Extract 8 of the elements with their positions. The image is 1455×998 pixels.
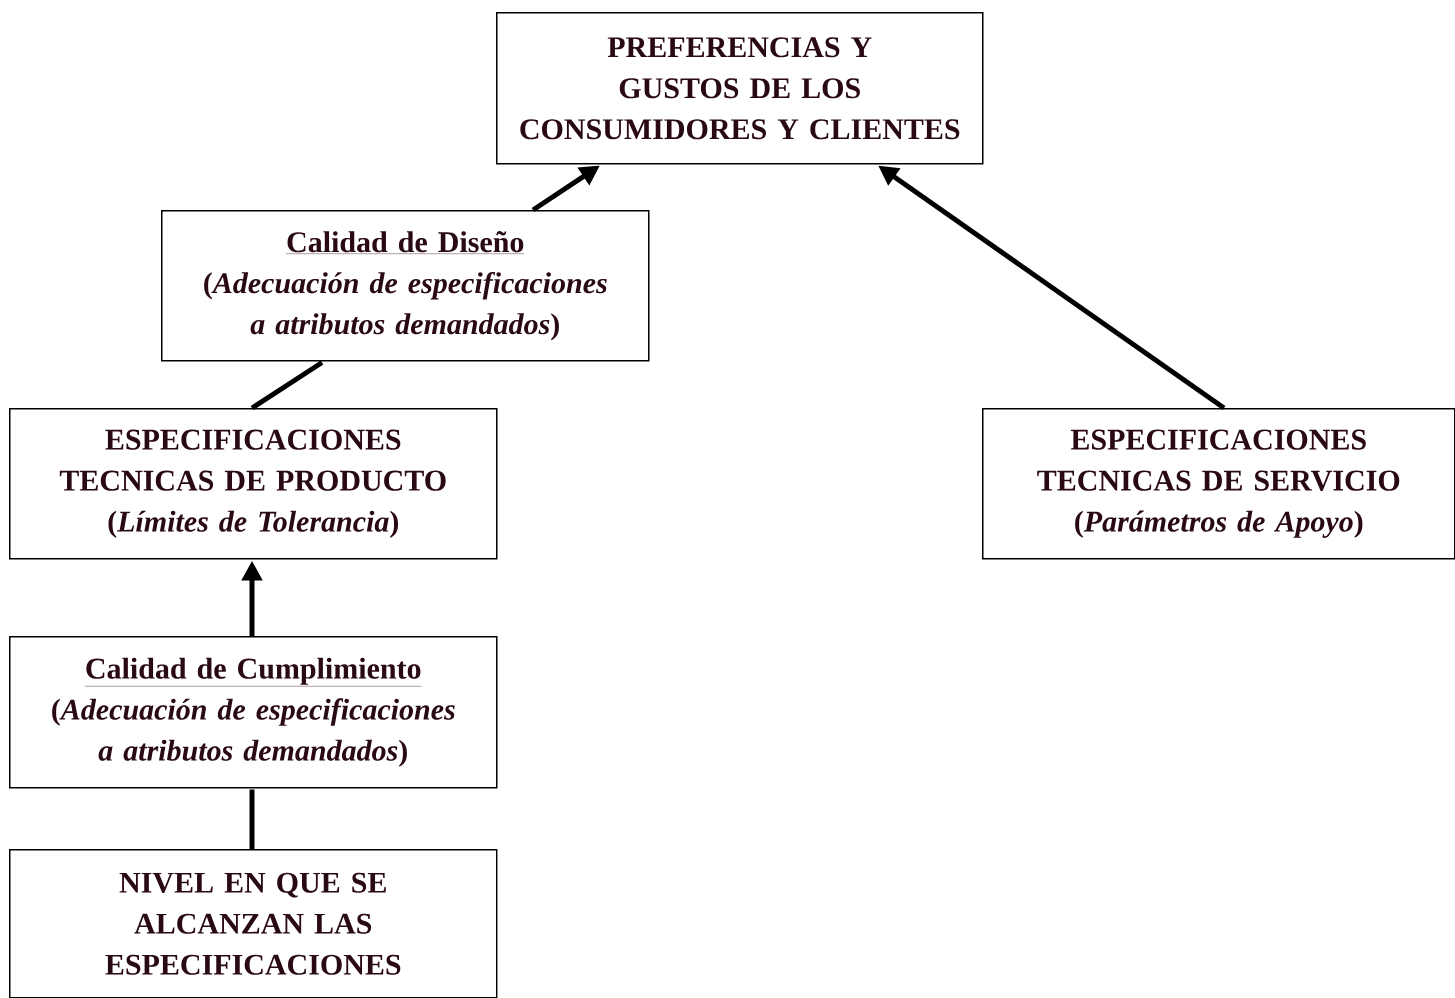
connector-line bbox=[249, 789, 255, 849]
text-box: ESPECIFICACIONES TECNICAS DE PRODUCTO (Límites de Tolerancia) bbox=[9, 408, 498, 560]
text-box: NIVEL EN QUE SE ALCANZAN LAS ESPECIFICACIONES bbox=[9, 849, 498, 998]
text-box: PREFERENCIAS Y GUSTOS DE LOS CONSUMIDORES Y CLIENTES bbox=[496, 12, 984, 165]
text-box: ESPECIFICACIONES TECNICAS DE SERVICIO (Parámetros de Apoyo) bbox=[982, 408, 1455, 560]
connector-line bbox=[250, 360, 324, 411]
text-box: Calidad de Diseño (Adecuación de especificaciones a atributos demandados) bbox=[161, 210, 650, 362]
text-box: Calidad de Cumplimiento (Adecuación de especificaciones a atributos demandados) bbox=[9, 636, 498, 789]
